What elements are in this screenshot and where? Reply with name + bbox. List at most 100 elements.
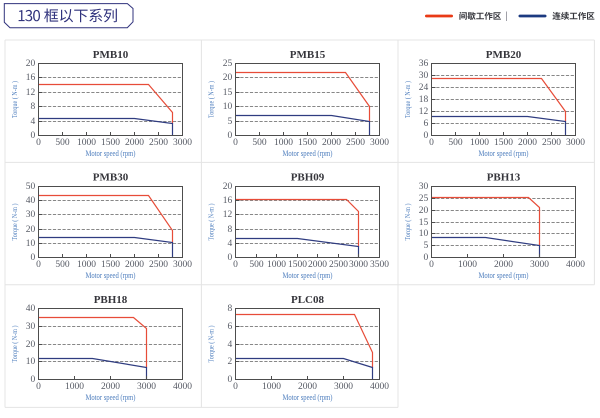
svg-text:5: 5 — [228, 117, 233, 127]
svg-text:30: 30 — [26, 322, 36, 332]
svg-text:3000: 3000 — [173, 138, 192, 148]
svg-text:0: 0 — [31, 253, 36, 263]
svg-text:36: 36 — [419, 59, 429, 69]
svg-text:3000: 3000 — [349, 260, 368, 270]
svg-text:PMB15: PMB15 — [290, 49, 326, 61]
svg-text:0: 0 — [233, 138, 238, 148]
svg-text:500: 500 — [252, 138, 267, 148]
svg-text:0: 0 — [424, 131, 429, 141]
svg-text:0: 0 — [424, 253, 429, 263]
svg-text:40: 40 — [26, 196, 36, 206]
svg-text:0: 0 — [429, 138, 434, 148]
svg-text:Torque ( N-m ): Torque ( N-m ) — [207, 81, 216, 119]
svg-text:25: 25 — [223, 59, 233, 69]
svg-text:500: 500 — [55, 138, 70, 148]
svg-text:1000: 1000 — [274, 138, 293, 148]
svg-text:0: 0 — [36, 382, 41, 392]
svg-text:500: 500 — [249, 260, 264, 270]
svg-text:4: 4 — [31, 117, 36, 127]
svg-text:Motor speed (rpm): Motor speed (rpm) — [479, 271, 529, 280]
svg-text:6: 6 — [228, 322, 233, 332]
svg-text:30: 30 — [419, 182, 429, 192]
svg-text:Torque ( N-m ): Torque ( N-m ) — [403, 203, 412, 241]
svg-text:12: 12 — [419, 107, 429, 117]
svg-text:3000: 3000 — [173, 260, 192, 270]
svg-text:20: 20 — [419, 206, 429, 216]
svg-text:20: 20 — [26, 59, 36, 69]
svg-text:1000: 1000 — [65, 382, 84, 392]
svg-text:24: 24 — [419, 83, 429, 93]
svg-text:18: 18 — [419, 95, 429, 105]
svg-text:Torque ( N-m ): Torque ( N-m ) — [10, 325, 19, 363]
svg-text:1500: 1500 — [288, 260, 307, 270]
svg-text:Motor speed (rpm): Motor speed (rpm) — [283, 271, 333, 280]
svg-text:10: 10 — [26, 357, 36, 367]
svg-text:Torque ( N-m ): Torque ( N-m ) — [207, 203, 216, 241]
svg-text:3000: 3000 — [530, 260, 549, 270]
svg-text:Motor speed (rpm): Motor speed (rpm) — [86, 149, 136, 158]
svg-text:2000: 2000 — [322, 138, 341, 148]
svg-text:2000: 2000 — [308, 260, 327, 270]
svg-text:20: 20 — [223, 182, 233, 192]
svg-text:4000: 4000 — [173, 382, 192, 392]
svg-text:1000: 1000 — [458, 260, 477, 270]
svg-text:Torque ( N-m ): Torque ( N-m ) — [10, 81, 19, 119]
svg-text:PMB10: PMB10 — [93, 49, 129, 61]
svg-text:25: 25 — [419, 194, 429, 204]
svg-text:2: 2 — [228, 357, 233, 367]
svg-text:12: 12 — [26, 88, 36, 98]
svg-text:3000: 3000 — [566, 138, 585, 148]
svg-text:10: 10 — [419, 229, 429, 239]
svg-text:8: 8 — [228, 304, 233, 314]
svg-text:2000: 2000 — [101, 382, 120, 392]
svg-text:Motor speed (rpm): Motor speed (rpm) — [283, 393, 333, 402]
svg-text:50: 50 — [26, 182, 36, 192]
svg-text:1500: 1500 — [494, 138, 513, 148]
svg-text:20: 20 — [223, 73, 233, 83]
svg-text:1500: 1500 — [101, 260, 120, 270]
svg-text:0: 0 — [228, 375, 233, 385]
svg-text:10: 10 — [26, 239, 36, 249]
svg-text:2500: 2500 — [149, 260, 168, 270]
svg-text:2500: 2500 — [149, 138, 168, 148]
svg-text:PBH18: PBH18 — [94, 294, 128, 306]
svg-text:500: 500 — [448, 138, 463, 148]
svg-text:PLC08: PLC08 — [291, 294, 325, 306]
svg-text:2500: 2500 — [542, 138, 561, 148]
svg-text:2000: 2000 — [125, 138, 144, 148]
svg-text:Torque ( N-m ): Torque ( N-m ) — [403, 81, 412, 119]
svg-text:4: 4 — [228, 239, 233, 249]
svg-text:3000: 3000 — [137, 382, 156, 392]
svg-text:500: 500 — [55, 260, 70, 270]
svg-text:10: 10 — [223, 102, 233, 112]
svg-text:3000: 3000 — [334, 382, 353, 392]
svg-text:Torque ( N-m ): Torque ( N-m ) — [10, 203, 19, 241]
svg-text:8: 8 — [31, 102, 36, 112]
svg-text:2000: 2000 — [125, 260, 144, 270]
svg-text:16: 16 — [223, 196, 233, 206]
svg-text:0: 0 — [233, 382, 238, 392]
svg-text:20: 20 — [26, 225, 36, 235]
svg-text:15: 15 — [223, 88, 233, 98]
svg-text:3000: 3000 — [370, 138, 389, 148]
svg-text:4: 4 — [228, 340, 233, 350]
svg-text:0: 0 — [36, 260, 41, 270]
svg-text:4000: 4000 — [370, 382, 389, 392]
svg-text:20: 20 — [26, 340, 36, 350]
svg-text:2500: 2500 — [329, 260, 348, 270]
svg-text:PBH13: PBH13 — [487, 172, 521, 184]
svg-text:Torque ( N-m ): Torque ( N-m ) — [207, 325, 216, 363]
svg-text:PBH09: PBH09 — [291, 172, 325, 184]
svg-text:2000: 2000 — [518, 138, 537, 148]
svg-text:1000: 1000 — [267, 260, 286, 270]
svg-text:0: 0 — [36, 138, 41, 148]
svg-text:15: 15 — [419, 218, 429, 228]
svg-text:8: 8 — [228, 225, 233, 235]
svg-text:2000: 2000 — [298, 382, 317, 392]
svg-text:40: 40 — [26, 304, 36, 314]
svg-text:1500: 1500 — [101, 138, 120, 148]
svg-text:Motor speed (rpm): Motor speed (rpm) — [283, 149, 333, 158]
svg-text:30: 30 — [26, 210, 36, 220]
svg-text:Motor speed (rpm): Motor speed (rpm) — [479, 149, 529, 158]
svg-text:4000: 4000 — [566, 260, 585, 270]
